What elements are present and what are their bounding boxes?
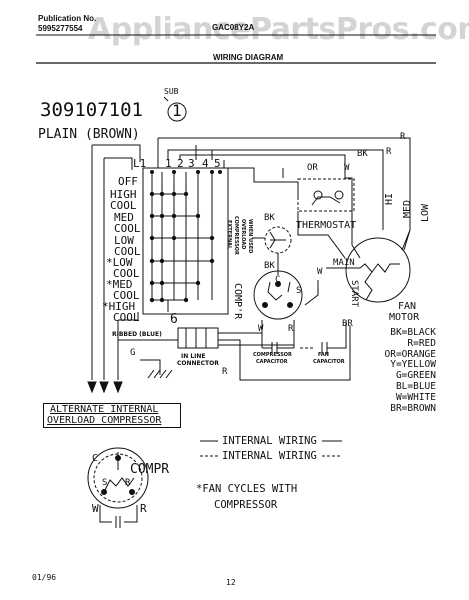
legend-item: BR=BROWN [390,402,436,414]
wire-s: S [296,286,302,296]
pos-fan-med-cool: COOL [113,289,140,302]
pos-med-cool: COOL [114,222,141,235]
section-title: WIRING DIAGRAM [213,53,284,62]
inline-connector-2: CONNECTOR [177,360,219,367]
wire-arrows [87,381,123,394]
wire-w-thermo: W [344,163,350,173]
wire-r-mid: R [386,147,392,157]
terminal-5: 5 [214,157,221,170]
fan-motor-label-1: FAN [398,301,417,312]
pos-high-cool: COOL [110,199,137,212]
legend-item: G=GREEN [395,370,436,382]
wire-bk-overload: BK [264,213,275,223]
footer-date: 01/96 [32,573,57,582]
pos-fan-high-cool: COOL [113,311,140,324]
compressor-circle [253,270,303,320]
six-label: 6 [170,312,178,327]
fan-note-1: *FAN CYCLES WITH [196,483,298,495]
alternate-compr-label: COMPR [130,462,170,477]
alt-r2: R [125,478,131,488]
fan-motor-circle [345,237,411,303]
wiring-key-2: INTERNAL WIRING [222,450,317,462]
legend-item: Y=YELLOW [390,359,436,371]
pos-high: HIGH [110,188,137,201]
wire-bk-top: BK [357,149,368,159]
alternate-title-1: ALTERNATE INTERNAL [50,404,159,415]
pos-med: MED [114,211,134,224]
terminal-3: 3 [188,157,195,170]
wire-w-motor: W [317,267,323,277]
fan-note-2: COMPRESSOR [214,499,278,511]
switch-contacts [149,170,222,303]
wire-br: BR [342,319,353,329]
wire-bk-comp: BK [264,261,275,271]
alt-w: W [92,502,99,515]
pos-fan-high: *HIGH [102,300,136,313]
alt-r: R [140,502,147,515]
alternate-overload-box: ALTERNATE INTERNAL OVERLOAD COMPRESSOR [43,403,181,428]
thermostat-box [297,178,355,212]
pos-low-cool: COOL [114,245,141,258]
plain-label: PLAIN (BROWN) [38,127,140,142]
wiring-key-1: INTERNAL WIRING [222,435,317,447]
wire-c: C [275,275,281,285]
fan-cap-1: FAN [318,352,329,358]
pos-low: LOW [114,234,134,247]
wire-r-inline: R [222,367,228,377]
terminal-l1: L1 [133,157,147,170]
alt-s: S [102,478,108,488]
part-number: 309107101 [40,99,143,121]
wire-w-comp: W [258,324,264,334]
sub-label: SUB [164,87,179,96]
model-number: GAC08Y2A [212,23,255,32]
selector-switch-block [142,167,229,315]
pos-off: OFF [118,175,138,188]
comp-cap-2: CAPACITOR [256,359,288,365]
alternate-title-2: OVERLOAD COMPRESSOR [47,415,162,426]
alternate-compressor-circle [87,447,149,509]
fan-motor-label-2: MOTOR [389,312,420,323]
inline-connector-1: IN LINE [181,353,206,360]
publication-number: 5995277554 [38,24,83,33]
fan-cap-2: CAPACITOR [313,359,345,365]
wire-g: G [130,348,136,358]
wire-r-top: R [400,132,406,142]
legend-item: BL=BLUE [395,380,436,392]
sub-circle [167,102,187,122]
color-legend: BK=BLACK R=RED OR=ORANGE Y=YELLOW G=GREE… [368,327,436,414]
pos-fan-med: *MED [106,278,133,291]
main-label: MAIN [333,258,355,268]
sub-number: 1 [172,101,182,120]
pos-fan-low-cool: COOL [113,267,140,280]
legend-item: OR=ORANGE [384,348,436,360]
thermostat-label: THERMOSTAT [296,220,357,231]
legend-item: W=WHITE [395,391,436,403]
legend-item: BK=BLACK [390,327,436,338]
wire-r-comp: R [288,324,294,334]
wire-or: OR [307,163,318,173]
watermark: AppliancePartsPros.com [88,12,469,47]
ground-symbol [140,359,161,375]
pos-fan-low: *LOW [106,256,133,269]
terminal-1: 1 [165,157,172,170]
ribbed-label: RIBBED (BLUE) [112,331,162,338]
footer-page: 12 [226,578,236,587]
inline-connector [177,327,219,349]
legend-item: R=RED [407,337,436,349]
comp-cap-1: COMPRESSOR [253,352,292,358]
terminal-4: 4 [202,157,209,170]
publication-label: Publication No. [38,14,97,23]
terminal-2: 2 [177,157,184,170]
